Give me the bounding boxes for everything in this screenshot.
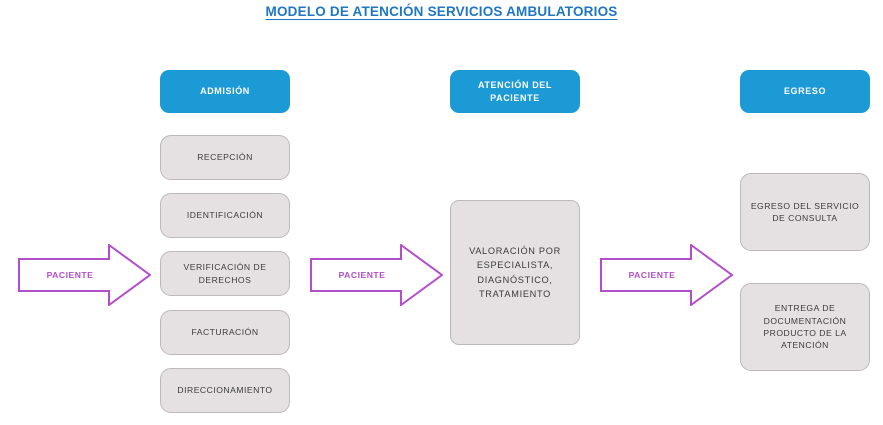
column-header-admision: ADMISIÓN (160, 70, 290, 113)
column-header-egreso: EGRESO (740, 70, 870, 113)
column-header-atencion-del-paciente: ATENCIÓN DEL PACIENTE (450, 70, 580, 113)
arrow-right-icon (600, 244, 733, 306)
step-box-recepcion: RECEPCIÓN (160, 135, 290, 180)
flow-arrow-2: PACIENTE (310, 244, 443, 306)
step-box-facturacion: FACTURACIÓN (160, 310, 290, 355)
flow-arrow-3: PACIENTE (600, 244, 733, 306)
step-box-egreso-del-servicio-de-consulta: EGRESO DEL SERVICIO DE CONSULTA (740, 173, 870, 251)
arrow-right-icon (310, 244, 443, 306)
step-box-identificacion: IDENTIFICACIÓN (160, 193, 290, 238)
step-box-direccionamiento: DIRECCIONAMIENTO (160, 368, 290, 413)
step-box-entrega-de-documentacion-label: ENTREGA DE DOCUMENTACIÓN PRODUCTO DE LA … (763, 303, 847, 351)
step-box-verificacion-de-derechos: VERIFICACIÓN DE DERECHOS (160, 251, 290, 296)
step-box-valoracion-por-especialista: VALORACIÓN POR ESPECIALISTA, DIAGNÓSTICO… (450, 200, 580, 345)
step-box-entrega-de-documentacion: ENTREGA DE DOCUMENTACIÓN PRODUCTO DE LA … (740, 283, 870, 371)
arrow-right-icon (18, 244, 151, 306)
page-title: MODELO DE ATENCIÓN SERVICIOS AMBULATORIO… (265, 4, 618, 19)
flow-arrow-1: PACIENTE (18, 244, 151, 306)
